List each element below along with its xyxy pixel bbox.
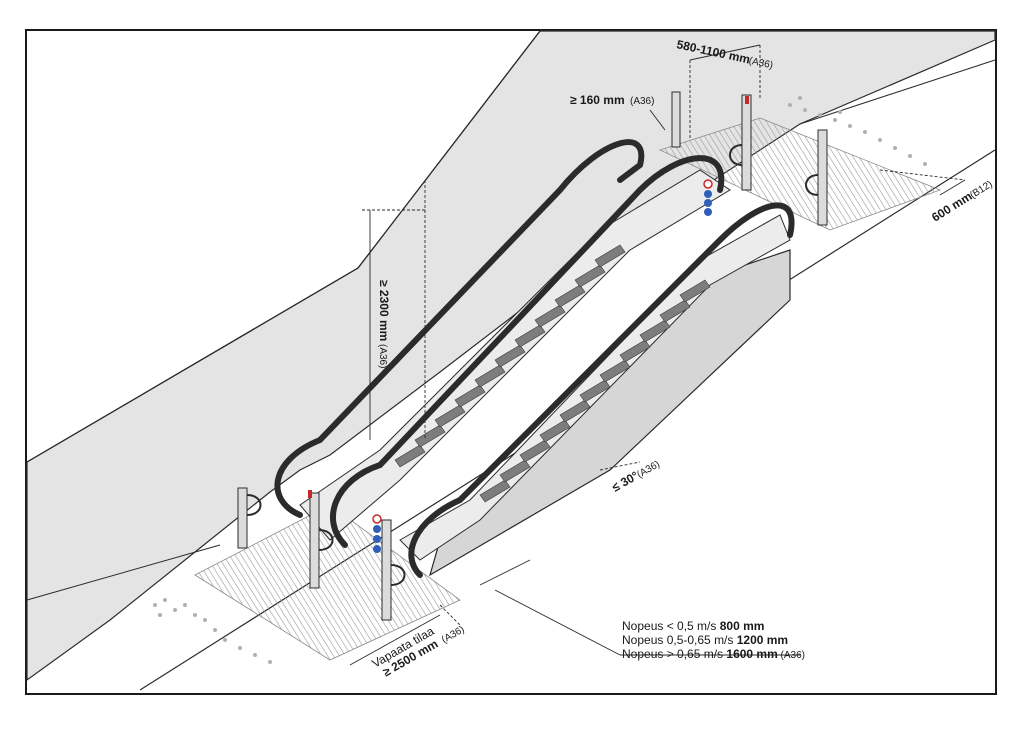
- ceiling-edge: [357, 30, 541, 269]
- bollard-top-left: [671, 91, 681, 148]
- tactile-dots-bottom: [153, 598, 272, 664]
- width-dimension-line: [479, 559, 531, 586]
- escalator-left-steps: [394, 244, 626, 468]
- emergency-stop-top-icon: [745, 96, 749, 104]
- label-rail: ≥ 160 mm (A36): [570, 93, 654, 107]
- floor-line-left: [26, 544, 221, 601]
- label-height: ≥ 2300 mm (A36): [377, 280, 391, 368]
- speed-row-text: Nopeus 0,5-0,65 m/s: [622, 633, 737, 647]
- rail-clearance-line: [649, 109, 666, 131]
- speed-row-value: 1600 mm: [726, 647, 777, 661]
- label-gap-ref: (A36): [748, 56, 774, 72]
- label-free-space-ref: (A36): [440, 624, 467, 646]
- speed-row: Nopeus 0,5-0,65 m/s 1200 mm: [622, 633, 788, 647]
- label-height-ref: (A36): [377, 344, 388, 368]
- speed-row-text: Nopeus > 0,65 m/s: [622, 647, 726, 661]
- speed-row-text: Nopeus < 0,5 m/s: [622, 619, 720, 633]
- bollard-top-middle: [729, 94, 752, 191]
- bollard-bottom-right: [381, 519, 406, 621]
- frame-border: [25, 29, 997, 695]
- gap-dimension-line: [689, 44, 761, 61]
- free-space-dimension-line: [349, 614, 441, 666]
- handrail-left-outer: [274, 139, 645, 518]
- speed-row-value: 800 mm: [720, 619, 765, 633]
- bollard-bottom-middle: [309, 492, 334, 589]
- speed-row: Nopeus > 0,65 m/s 1600 mm (A36): [622, 647, 805, 661]
- wall-edge: [26, 267, 359, 463]
- dimension-lines: [349, 44, 966, 666]
- handrail-right-outer: [408, 202, 795, 578]
- tactile-dimension-line: [939, 179, 966, 196]
- speed-row-ref: (A36): [778, 650, 805, 661]
- tactile-dots-top: [788, 96, 927, 166]
- bollard-bottom-left: [237, 487, 262, 549]
- sign-panel-top: [703, 179, 713, 216]
- label-tactile-ref: (B12): [968, 179, 995, 201]
- label-tactile: 600 mm (B12): [929, 179, 995, 225]
- label-rail-ref: (A36): [630, 96, 654, 107]
- tactile-warning-bottom: [194, 504, 461, 661]
- speed-table: Nopeus < 0,5 m/s 800 mm Nopeus 0,5-0,65 …: [622, 619, 805, 661]
- floor-line-top: [799, 59, 996, 125]
- sign-panel-bottom: [372, 514, 382, 553]
- escalator-right-steps: [479, 279, 711, 503]
- speed-row: Nopeus < 0,5 m/s 800 mm: [622, 619, 764, 633]
- bollard-top-right: [805, 129, 828, 226]
- emergency-stop-bottom-icon: [308, 490, 312, 498]
- label-rail-value: ≥ 160 mm: [570, 93, 625, 107]
- wall-slab: [26, 30, 996, 682]
- handrail-middle: [329, 155, 725, 548]
- speed-row-value: 1200 mm: [737, 633, 788, 647]
- label-height-value: ≥ 2300 mm: [377, 280, 391, 341]
- label-tactile-value: 600 mm: [929, 189, 974, 225]
